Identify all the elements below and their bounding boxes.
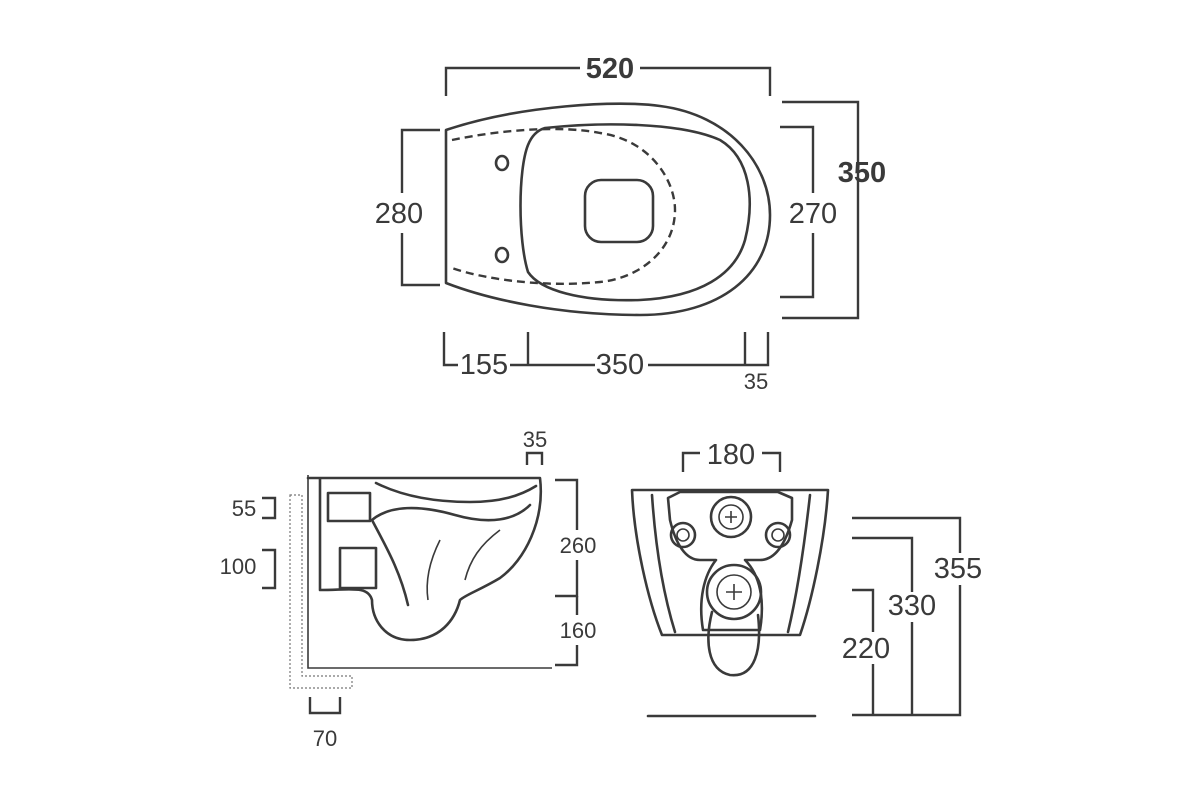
dim-line-rim-offset	[525, 451, 544, 465]
rear-inlet	[709, 495, 753, 539]
bowl-outline	[444, 102, 772, 317]
dim-line-overall-height	[852, 516, 962, 717]
dim-line-width	[444, 66, 772, 96]
dim-line-fixing-spacing	[681, 451, 782, 472]
dim-line-inlet-size	[262, 496, 277, 520]
dim-line-fixing-height	[852, 588, 875, 715]
dim-inlet-height-label: 330	[888, 590, 936, 622]
dim-front-offset-label: 35	[744, 369, 768, 394]
bowl-opening	[519, 123, 751, 302]
rear-shell-outline	[630, 488, 830, 637]
dim-seat-height-label: 270	[789, 198, 837, 230]
dim-fixing-spacing-label: 180	[707, 439, 755, 471]
dim-line-seat-height	[780, 125, 815, 299]
water-outlet	[583, 178, 655, 244]
outlet-pipe	[338, 546, 378, 590]
rear-recess	[650, 493, 812, 634]
fixing-hole-bottom	[494, 246, 510, 264]
fixing-bolt-left-inner	[676, 528, 690, 542]
dim-line-bottom-chain	[442, 332, 770, 367]
fixing-hole-top	[494, 154, 510, 172]
dim-overall-height-label: 355	[934, 553, 982, 585]
dim-line-inlet-height	[852, 536, 914, 715]
dim-rear-height-label: 280	[375, 198, 423, 230]
dim-wall-offset-label: 70	[313, 726, 337, 751]
inlet-pipe	[326, 491, 372, 523]
mounting-frame	[307, 475, 552, 669]
rear-outlet-inner	[716, 574, 752, 610]
dim-line-outlet-size	[262, 548, 277, 590]
dim-upper-height-label: 260	[560, 533, 597, 558]
dim-width-label: 520	[586, 53, 634, 85]
side-bowl-outline	[306, 476, 543, 642]
rear-outlet	[705, 563, 763, 621]
dim-line-rear-height	[400, 128, 440, 287]
side-trapway	[370, 503, 532, 607]
dim-line-wall-offset	[308, 697, 342, 715]
rear-outlet-pipe	[707, 610, 761, 677]
side-view: 35 260 160 55 100 70	[220, 427, 597, 751]
dim-inlet-size-label: 55	[232, 496, 256, 521]
dim-hole-spacing-label: 350	[596, 349, 644, 381]
fixing-bolt-right-inner	[771, 528, 785, 542]
rear-outlet-cross	[726, 584, 742, 600]
side-rim	[374, 481, 538, 504]
dim-lower-height-label: 160	[560, 618, 597, 643]
dim-rim-offset-label: 35	[523, 427, 547, 452]
dim-line-lower-height	[555, 596, 579, 667]
top-view: 520 350 280 270 155 350 35	[375, 53, 886, 394]
rear-inlet-inner	[718, 504, 744, 530]
dim-depth-label: 350	[838, 157, 886, 189]
dim-line-depth	[782, 100, 860, 320]
fixing-bolt-right	[764, 521, 792, 549]
seat-outline-dashed	[451, 127, 677, 285]
dim-fixing-height-label: 220	[842, 633, 890, 665]
wall-outline	[289, 494, 353, 689]
dim-rear-offset-label: 155	[460, 349, 508, 381]
dim-outlet-size-label: 100	[220, 554, 257, 579]
fixing-bolt-left	[669, 521, 697, 549]
rear-view: 180 355 330 220	[630, 439, 982, 718]
side-inner-shadow	[426, 529, 501, 601]
rear-inlet-cross	[725, 511, 737, 523]
